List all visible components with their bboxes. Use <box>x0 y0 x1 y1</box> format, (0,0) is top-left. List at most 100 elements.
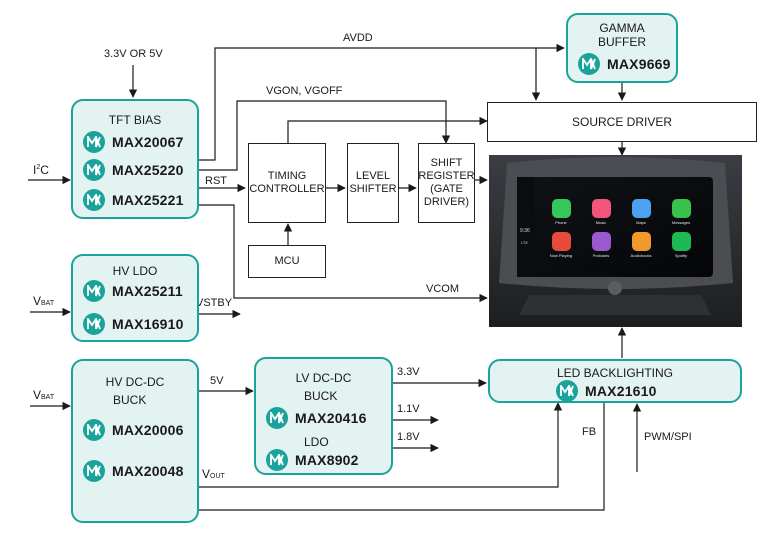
label-pwm: PWM/SPI <box>644 431 692 443</box>
dcdc-chip-1: MAX20006 <box>83 419 184 441</box>
tft-chip-1: MAX20067 <box>83 131 184 153</box>
hv-dcdc-block: HV DC-DC BUCK MAX20006 MAX20048 <box>71 359 199 523</box>
timing-controller-block: TIMING CONTROLLER <box>248 143 326 223</box>
maxim-logo-icon <box>83 159 105 181</box>
shift-line-2: REGISTER <box>418 170 475 182</box>
shift-line-4: DRIVER) <box>423 196 470 208</box>
label-vbat-ldo: VBAT <box>33 294 55 308</box>
lv-buck-label: BUCK <box>304 389 338 403</box>
gamma-title-1: GAMMA <box>599 21 645 35</box>
tft-part-2: MAX25220 <box>112 162 184 178</box>
hv-dcdc-sub: BUCK <box>113 393 147 407</box>
wire-fb <box>198 403 605 511</box>
app-tile-icon <box>551 199 571 218</box>
maxim-logo-icon <box>266 449 288 471</box>
mcu-block: MCU <box>248 245 326 278</box>
app-tile-icon <box>631 199 651 218</box>
app-tile-icon <box>591 232 611 251</box>
lv-chip-2: MAX8902 <box>266 449 359 471</box>
dcdc-part-2: MAX20048 <box>112 463 184 479</box>
label-1v8: 1.8V <box>397 431 420 443</box>
lv-dcdc-title: LV DC-DC <box>295 371 352 385</box>
hv-ldo-title: HV LDO <box>112 264 158 278</box>
led-chip: MAX21610 <box>556 380 657 402</box>
ldo-chip-2: MAX16910 <box>83 313 184 335</box>
lv-ldo-label: LDO <box>304 435 329 449</box>
app-tile-icon <box>671 232 691 251</box>
ldo-chip-1: MAX25211 <box>83 280 183 302</box>
label-vbat-dcdc: VBAT <box>33 388 55 402</box>
display-network: LTE <box>521 240 529 245</box>
app-label: Messages <box>671 220 691 225</box>
label-fb: FB <box>582 426 597 438</box>
app-label: Maps <box>636 220 646 225</box>
maxim-logo-icon <box>83 419 105 441</box>
app-icon-phone[interactable]: Phone <box>543 199 579 225</box>
led-title: LED BACKLIGHTING <box>556 366 674 380</box>
app-label: Audiobooks <box>630 253 652 258</box>
timing-line-2: CONTROLLER <box>249 183 325 195</box>
label-i2c: I2C <box>33 163 49 177</box>
app-icon-spotify[interactable]: Spotify <box>663 232 699 258</box>
app-icon-music[interactable]: Music <box>583 199 619 225</box>
app-tile-icon <box>631 232 651 251</box>
app-tile-icon <box>551 232 571 251</box>
app-label: Now Playing <box>549 253 573 258</box>
level-shifter-block: LEVEL SHIFTER <box>347 143 399 223</box>
label-5v: 5V <box>210 375 224 387</box>
maxim-logo-icon <box>83 460 105 482</box>
label-avdd: AVDD <box>343 32 373 44</box>
dcdc-part-1: MAX20006 <box>112 422 184 438</box>
source-driver-label: SOURCE DRIVER <box>571 114 672 129</box>
wire-avdd <box>198 43 565 161</box>
app-tile-icon <box>671 199 691 218</box>
label-1v1: 1.1V <box>397 403 420 415</box>
wire-vcom <box>198 204 488 303</box>
maxim-logo-icon <box>83 189 105 211</box>
dcdc-chip-2: MAX20048 <box>83 460 184 482</box>
app-icon-now-playing[interactable]: Now Playing <box>543 232 579 258</box>
tft-part-1: MAX20067 <box>112 134 184 150</box>
maxim-logo-icon <box>83 131 105 153</box>
app-icon-messages[interactable]: Messages <box>663 199 699 225</box>
label-3v3: 3.3V <box>397 366 420 378</box>
app-label: Spotify <box>674 253 688 258</box>
timing-line-1: TIMING <box>267 170 307 182</box>
tft-chip-3: MAX25221 <box>83 189 184 211</box>
lv-chip-1: MAX20416 <box>266 407 367 429</box>
lv-dcdc-block: LV DC-DC BUCK MAX20416 LDO MAX8902 <box>254 357 393 475</box>
wire-vgon <box>198 100 451 171</box>
label-rst: RST <box>205 175 227 187</box>
app-icon-maps[interactable]: Maps <box>623 199 659 225</box>
display-time: 9:36 <box>520 228 530 234</box>
label-vstby: VSTBY <box>196 297 233 309</box>
label-vgon: VGON, VGOFF <box>266 85 343 97</box>
app-icon-audiobooks[interactable]: Audiobooks <box>623 232 659 258</box>
gamma-part: MAX9669 <box>607 56 671 72</box>
app-icon-podcasts[interactable]: Podcasts <box>583 232 619 258</box>
label-vcom: VCOM <box>426 283 459 295</box>
gamma-chip: MAX9669 <box>578 53 671 75</box>
label-vout: VOUT <box>202 467 225 481</box>
wire-vout <box>198 402 563 488</box>
label-supply-in: 3.3V OR 5V <box>104 48 163 60</box>
source-driver-block: SOURCE DRIVER <box>487 102 757 142</box>
level-line-1: LEVEL <box>355 170 391 182</box>
maxim-logo-icon <box>266 407 288 429</box>
level-line-2: SHIFTER <box>349 183 397 195</box>
hv-dcdc-title: HV DC-DC <box>105 375 165 389</box>
app-label: Music <box>595 220 607 225</box>
shift-line-1: SHIFT <box>430 157 463 169</box>
gamma-title-2: BUFFER <box>598 35 646 49</box>
app-label: Podcasts <box>592 253 610 258</box>
maxim-logo-icon <box>83 313 105 335</box>
maxim-logo-icon <box>556 380 578 402</box>
led-part: MAX21610 <box>585 383 657 399</box>
tft-part-3: MAX25221 <box>112 192 184 208</box>
app-tile-icon <box>591 199 611 218</box>
ldo-part-1: MAX25211 <box>112 283 183 299</box>
ldo-part-2: MAX16910 <box>112 316 184 332</box>
shift-register-block: SHIFT REGISTER (GATE DRIVER) <box>418 143 475 223</box>
